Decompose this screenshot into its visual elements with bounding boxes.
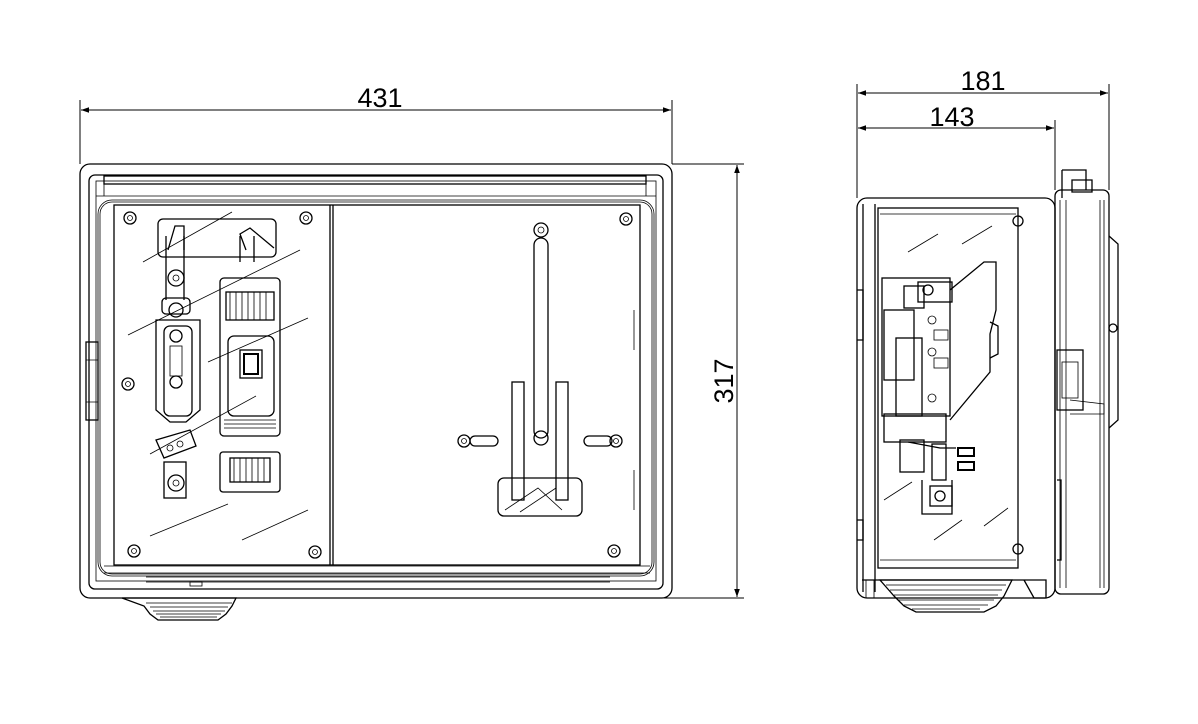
- front-view: [79, 163, 673, 621]
- screw-tl: [123, 211, 137, 225]
- screw-tr: [299, 211, 313, 225]
- dim-side-body-label: 143: [929, 102, 974, 132]
- meter-plate: [457, 222, 623, 517]
- dim-front-width: 431: [79, 83, 673, 164]
- side-view: [856, 169, 1119, 613]
- screw-ml: [121, 377, 135, 391]
- breaker-module: [219, 236, 281, 493]
- fuse-carrier: [155, 236, 201, 499]
- dim-front-width-label: 431: [357, 83, 402, 113]
- screw-br: [308, 545, 322, 559]
- dim-side-total-label: 181: [960, 66, 1005, 96]
- dim-side-body: 143: [858, 102, 1056, 190]
- dim-front-height-label: 317: [709, 358, 739, 403]
- dim-front-height: 317: [636, 163, 744, 599]
- screw-tr2: [619, 212, 633, 226]
- screw-bl: [127, 544, 141, 558]
- dim-side-total: 181: [856, 66, 1110, 198]
- screw-br2: [607, 544, 621, 558]
